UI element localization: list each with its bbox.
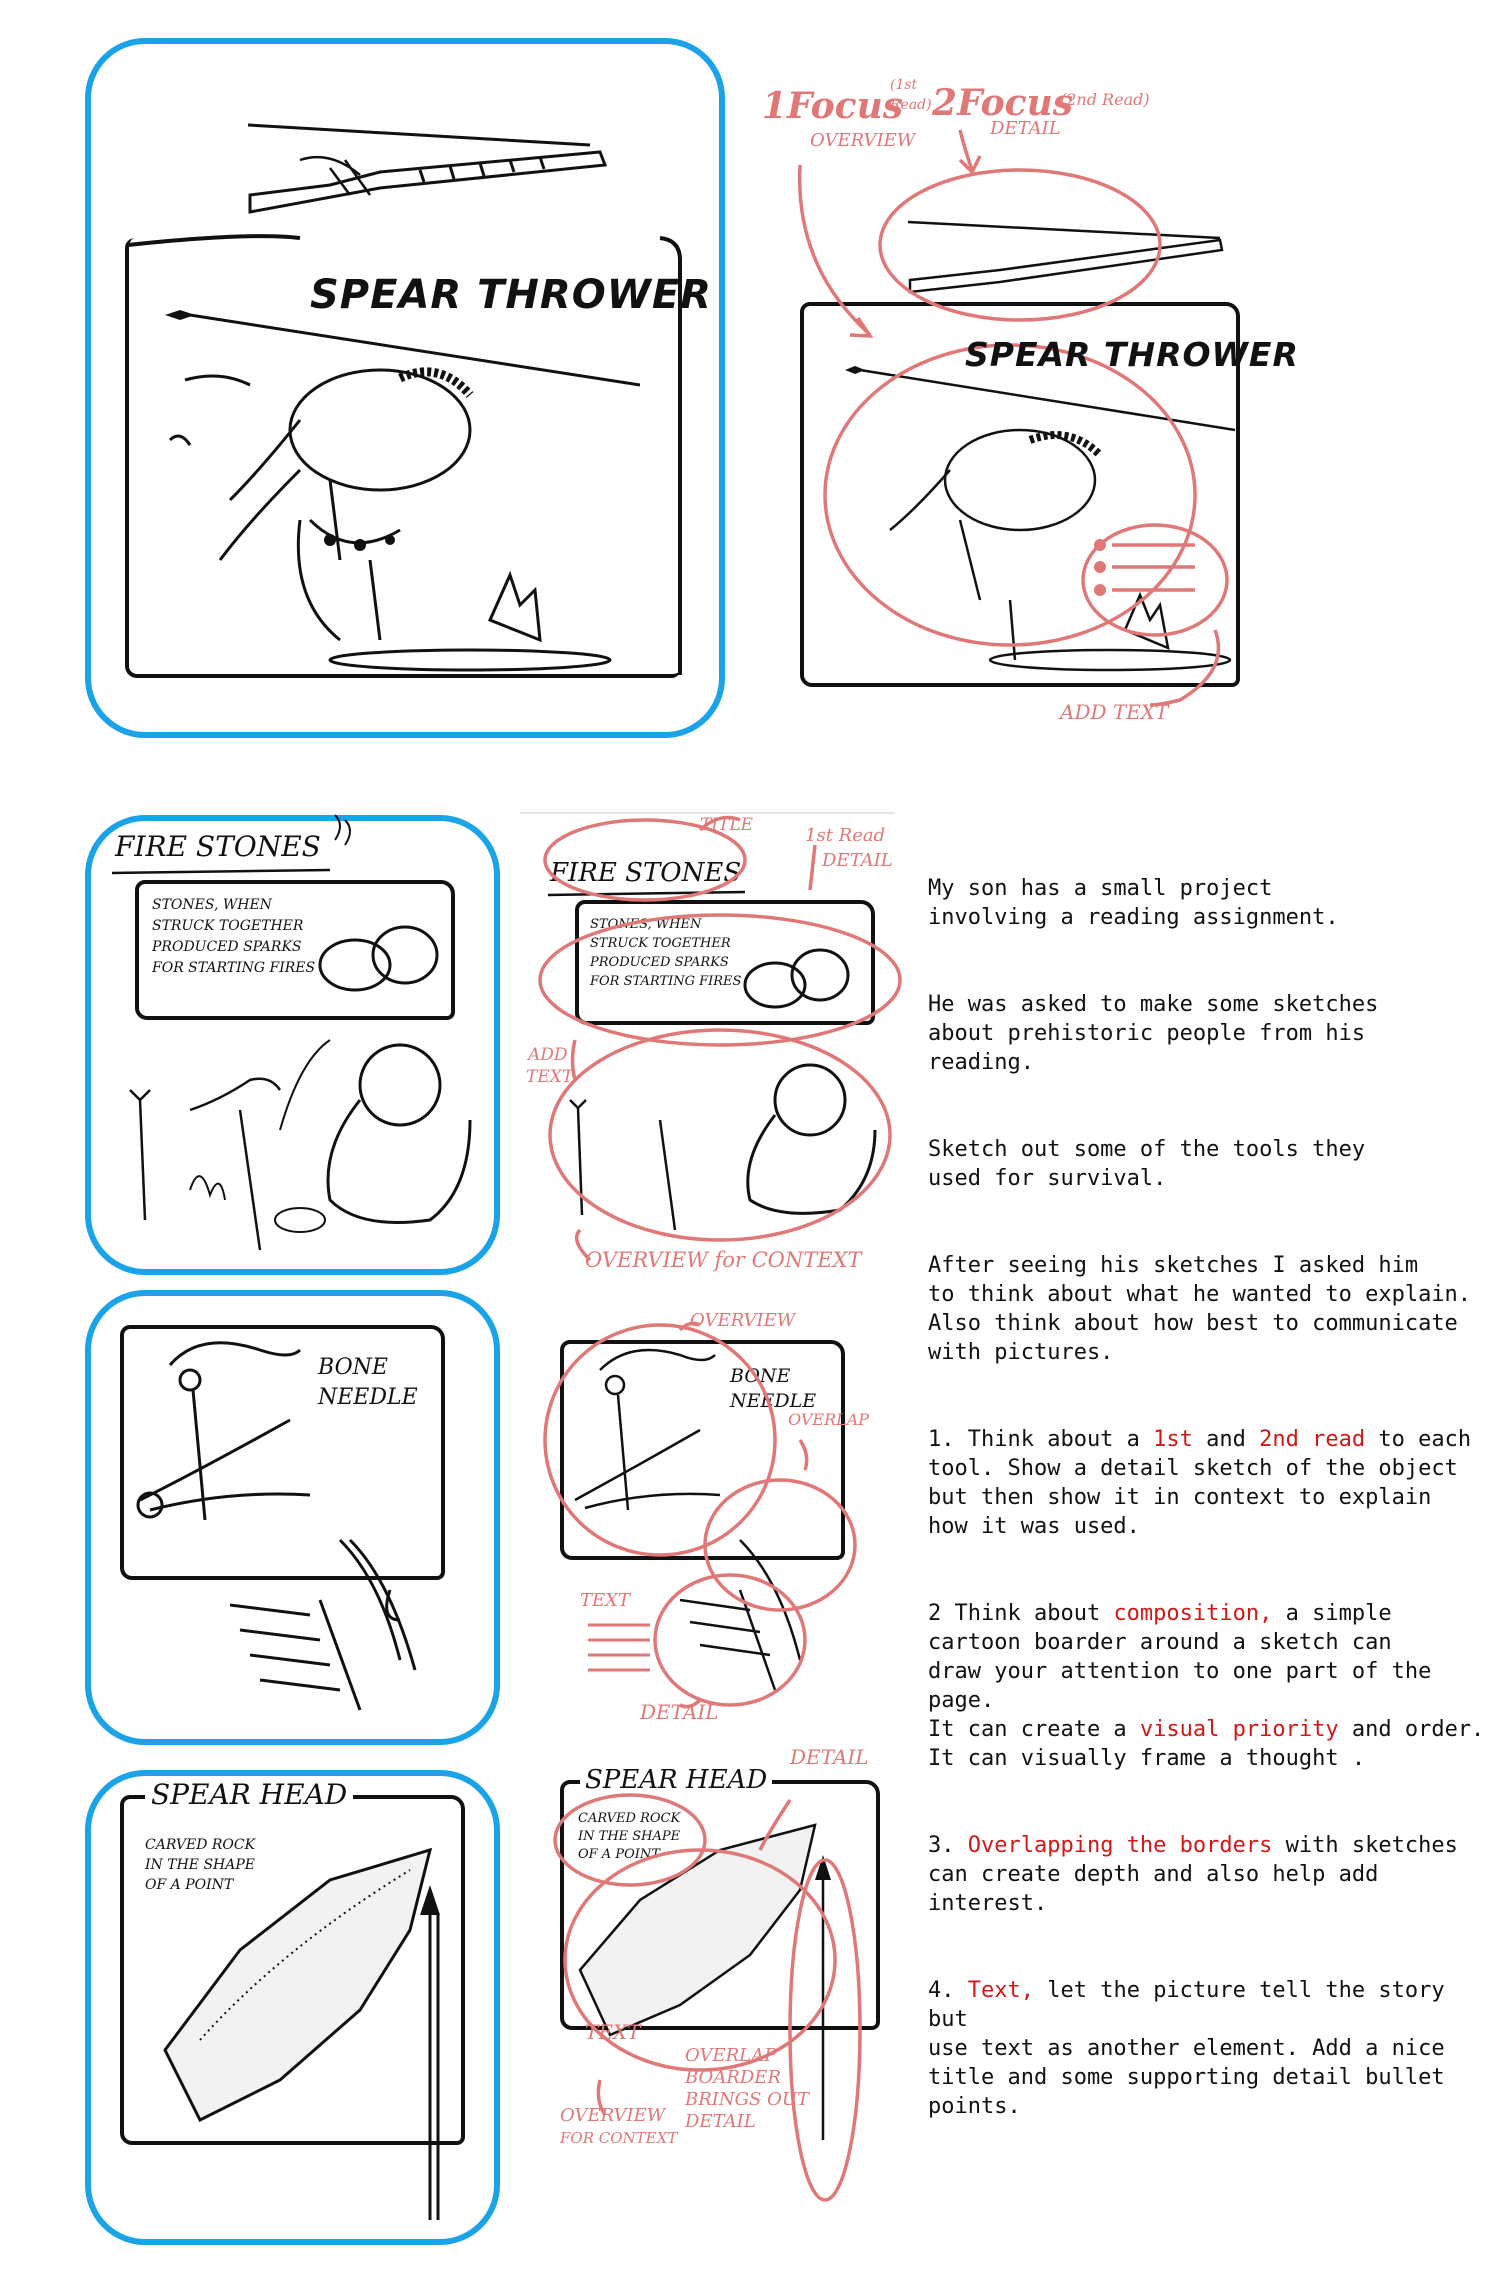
note-point-2: 2 Think about composition, a simple cart… [928, 1601, 1485, 1771]
bone-needle-title-1: BONE [318, 1355, 388, 1380]
bone-label-overlap: OVERLAP [788, 1410, 870, 1429]
note-point-3: 3. Overlapping the borders with sketches… [928, 1833, 1458, 1916]
label-title: TITLE [700, 815, 754, 835]
bone-needle-annotated-frame [560, 1340, 845, 1560]
spear-head-annotated-title: SPEAR HEAD [580, 1765, 773, 1795]
spear-thrower-annotated-title: SPEAR THROWER [965, 335, 1299, 374]
spear-label-overlap: OVERLAP BOARDER BRINGS OUT DETAIL [685, 2045, 810, 2132]
spear-thrower-frame [125, 238, 680, 678]
spear-thrower-panel [85, 38, 725, 738]
bone-label-text: TEXT [580, 1590, 630, 1611]
note-assignment: He was asked to make some sketches about… [928, 992, 1379, 1075]
fire-stones-title: FIRE STONES [115, 830, 321, 863]
spear-label-overview: OVERVIEW FOR CONTEXT [560, 2105, 678, 2147]
spear-head-caption: CARVED ROCK IN THE SHAPE OF A POINT [145, 1837, 256, 1893]
fire-stones-caption-frame [135, 880, 455, 1020]
fire-stones-annotated-caption: STONES, WHEN STRUCK TOGETHER PRODUCED SP… [590, 917, 742, 989]
spear-head-annotated-caption: CARVED ROCK IN THE SHAPE OF A POINT [578, 1811, 681, 1862]
focus1-note: (1st Read) [890, 77, 932, 113]
spear-thrower-annotated-frame [800, 302, 1240, 687]
bone-needle-frame [120, 1325, 445, 1580]
note-after: After seeing his sketches I asked him to… [928, 1253, 1472, 1365]
focus1-label: 1Focus [762, 85, 904, 127]
note-point-4: 4. Text, let the picture tell the story … [928, 1978, 1445, 2119]
focus2-note: (2nd Read) [1060, 90, 1150, 109]
note-intro: My son has a small project involving a r… [928, 876, 1339, 930]
spear-label-detail: DETAIL [790, 1745, 869, 1769]
spear-label-text: TEXT [585, 2020, 641, 2044]
label-overview-context: OVERVIEW for CONTEXT [585, 1248, 862, 1272]
fire-stones-annotated-title: FIRE STONES [550, 858, 742, 888]
note-sketch: Sketch out some of the tools they used f… [928, 1137, 1366, 1191]
fire-stones-panel [85, 815, 500, 1275]
label-text: TEXT [526, 1067, 574, 1087]
bone-label-detail: DETAIL [640, 1700, 719, 1724]
focus2-sub: DETAIL [990, 118, 1061, 139]
label-1st-read: 1st Read [805, 825, 886, 846]
focus1-sub: OVERVIEW [810, 130, 916, 151]
label-add: ADD [528, 1045, 568, 1065]
bone-needle-title-2: NEEDLE [318, 1385, 418, 1410]
focus2-label: 2Focus [932, 82, 1074, 124]
fire-stones-caption: STONES, WHEN STRUCK TOGETHER PRODUCED SP… [152, 897, 316, 976]
spear-thrower-title: SPEAR THROWER [310, 272, 712, 318]
bone-label-overview: OVERVIEW [690, 1310, 796, 1331]
label-detail: DETAIL [822, 850, 893, 871]
bone-needle-annotated-title-1: BONE [730, 1365, 791, 1387]
fire-stones-annotated-caption-frame [575, 900, 875, 1025]
add-text-label: ADD TEXT [1060, 700, 1169, 724]
spear-head-title: SPEAR HEAD [145, 1778, 354, 1811]
bone-needle-annotated-title-2: NEEDLE [730, 1390, 817, 1412]
note-point-1: 1. Think about a 1st and 2nd read to eac… [928, 1427, 1472, 1539]
notes-column: My son has a small project involving a r… [928, 845, 1493, 2179]
